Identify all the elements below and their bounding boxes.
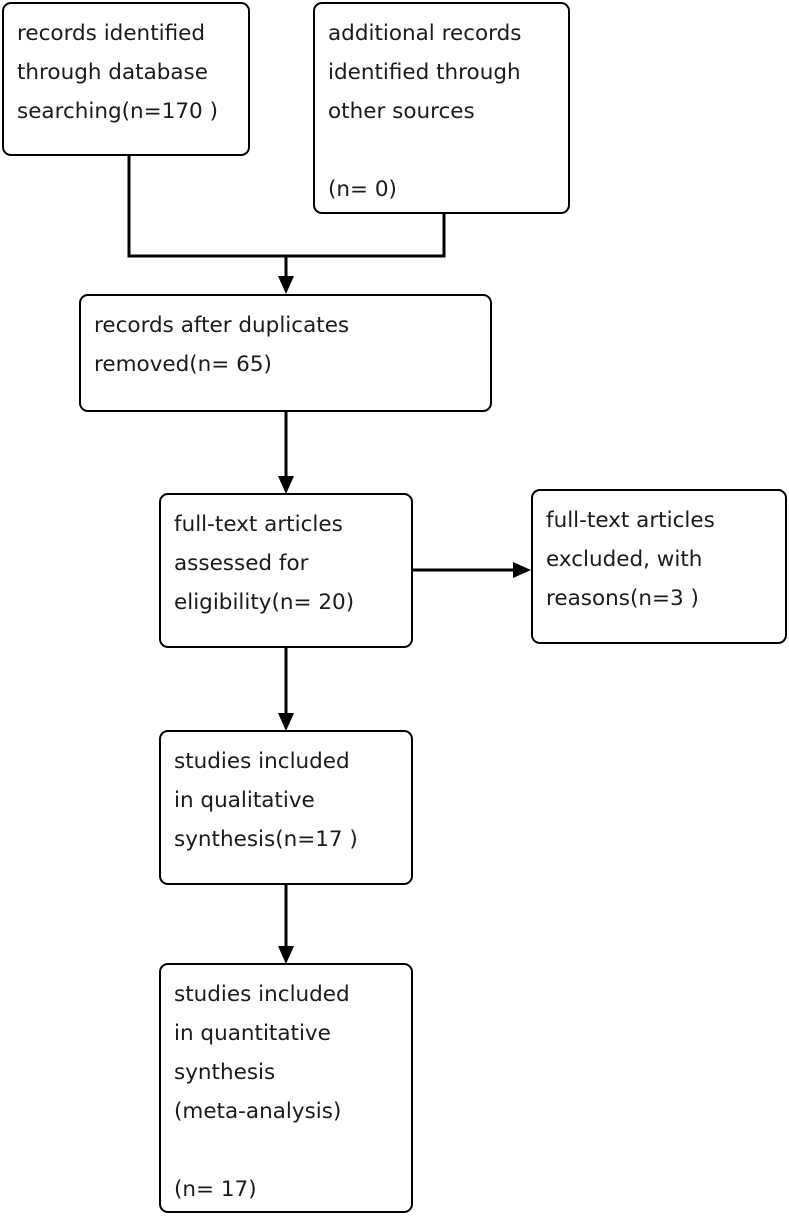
full-text-assessed-box: full-text articles assessed for eligibil… (159, 493, 413, 648)
records-identified-database-box: records identified through database sear… (2, 2, 250, 156)
records-after-duplicates-text: records after duplicates removed(n= 65) (94, 313, 350, 377)
arrow-head-eligibility-to-qualitative (278, 713, 294, 731)
additional-records-other-sources-box: additional records identified through ot… (313, 2, 570, 214)
arrow-head-duplicates-to-eligibility (278, 476, 294, 494)
records-identified-database-text: records identified through database sear… (17, 21, 218, 124)
arrow-head-eligibility-to-excluded (513, 562, 531, 578)
records-after-duplicates-box: records after duplicates removed(n= 65) (79, 294, 492, 412)
connector-other-to-merge (286, 214, 446, 258)
studies-included-qualitative-text: studies included in qualitative synthesi… (174, 749, 358, 852)
full-text-assessed-text: full-text articles assessed for eligibil… (174, 512, 355, 615)
arrow-head-merge-to-duplicates (278, 276, 294, 294)
additional-records-other-sources-text: additional records identified through ot… (328, 21, 522, 202)
connector-database-to-merge (127, 156, 286, 258)
studies-included-qualitative-box: studies included in qualitative synthesi… (159, 730, 413, 885)
full-text-excluded-box: full-text articles excluded, with reason… (531, 489, 787, 644)
studies-included-quantitative-text: studies included in quantitative synthes… (174, 982, 350, 1202)
studies-included-quantitative-box: studies included in quantitative synthes… (159, 963, 413, 1213)
arrow-head-qualitative-to-quantitative (278, 946, 294, 964)
full-text-excluded-text: full-text articles excluded, with reason… (546, 508, 715, 611)
